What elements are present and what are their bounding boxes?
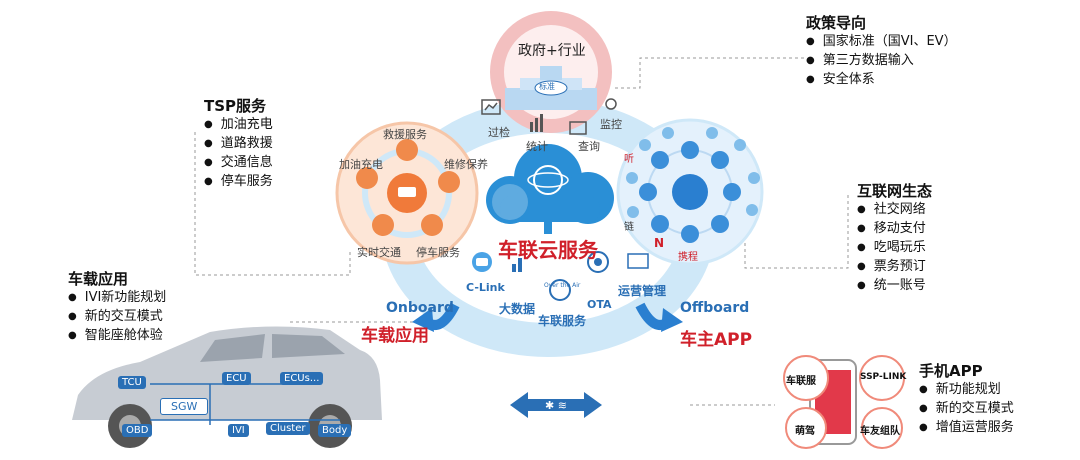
cloud-item-bigdata: 大数据 — [499, 302, 536, 316]
car-part-cluster: Cluster — [266, 422, 310, 435]
list-item: 社交网络 — [857, 201, 932, 220]
list-item: 统一账号 — [857, 277, 932, 296]
onboard-label: Onboard — [386, 300, 454, 316]
gov-center-label: 政府+行业 — [518, 43, 586, 59]
vehicle-list: IVI新功能规划 新的交互模式 智能座舱体验 — [68, 289, 167, 346]
svg-text:✱ ≋: ✱ ≋ — [545, 399, 567, 412]
tsp-title: TSP服务 — [204, 97, 267, 115]
logo-ting: 听 — [624, 154, 634, 165]
offboard-app-label: 车主APP — [680, 330, 753, 350]
list-item: 新功能规划 — [919, 381, 1014, 400]
list-item: 移动支付 — [857, 220, 932, 239]
gov-item-query: 查询 — [578, 140, 600, 153]
tsp-section: TSP服务 加油充电 道路救援 交通信息 停车服务 — [204, 95, 273, 192]
phone-illustration — [783, 355, 905, 449]
car-part-sgw: SGW — [160, 398, 209, 415]
cloud-item-ops: 运营管理 — [618, 284, 667, 298]
bluetooth-wifi-icon: ✱ ≋ — [510, 392, 602, 418]
car-part-obd: OBD — [122, 424, 153, 437]
internet-title: 互联网生态 — [857, 182, 933, 200]
gov-badge: 标准 — [539, 82, 555, 91]
globe-icon — [672, 174, 708, 210]
logo-n: N — [654, 236, 665, 250]
mobile-bubble-team: 车友组队 — [860, 426, 900, 437]
tsp-list: 加油充电 道路救援 交通信息 停车服务 — [204, 116, 273, 192]
tsp-ring-rescue: 救援服务 — [383, 128, 427, 141]
list-item: 道路救援 — [204, 135, 273, 154]
list-item: 第三方数据输入 — [806, 52, 957, 71]
onboard-app-label: 车载应用 — [361, 326, 429, 346]
car-part-tcu: TCU — [118, 376, 146, 389]
mobile-section: 手机APP 新功能规划 新的交互模式 增值运营服务 — [919, 360, 1014, 438]
car-part-ivi: IVI — [228, 424, 249, 437]
logo-ctrip: 携程 — [678, 252, 698, 263]
list-item: 交通信息 — [204, 154, 273, 173]
policy-section: 政策导向 国家标准（国VI、EV） 第三方数据输入 安全体系 — [806, 12, 957, 90]
list-item: 智能座舱体验 — [68, 327, 166, 346]
cloud-icon — [486, 144, 614, 234]
list-item: 新的交互模式 — [919, 400, 1014, 419]
list-item: IVI新功能规划 — [68, 289, 167, 308]
cloud-item-ota-small: Over the Air — [544, 282, 581, 289]
list-item: 停车服务 — [204, 173, 273, 192]
list-item: 新的交互模式 — [68, 308, 166, 327]
cloud-item-clink: C-Link — [466, 281, 505, 294]
car-part-body: Body — [318, 424, 352, 437]
list-item: 加油充电 — [204, 116, 273, 135]
car-part-ecus: ECUs... — [280, 372, 324, 385]
vehicle-title: 车载应用 — [68, 270, 129, 288]
tsp-satellite-icons — [356, 139, 460, 236]
list-item: 国家标准（国VI、EV） — [806, 33, 957, 52]
mobile-title: 手机APP — [919, 362, 983, 380]
cloud-title: 车联云服务 — [498, 238, 598, 262]
tsp-ring-repair: 维修保养 — [444, 158, 488, 171]
gov-item-stats: 统计 — [526, 140, 548, 153]
mobile-bubble-service: 车联服 — [786, 376, 816, 387]
list-item: 安全体系 — [806, 71, 957, 90]
tsp-ring-fuel: 加油充电 — [339, 158, 383, 171]
policy-title: 政策导向 — [806, 14, 867, 32]
cloud-item-ota: OTA — [587, 298, 612, 311]
internet-section: 互联网生态 社交网络 移动支付 吃喝玩乐 票务预订 统一账号 — [857, 180, 932, 296]
list-item: 票务预订 — [857, 258, 932, 277]
list-item: 吃喝玩乐 — [857, 239, 932, 258]
car-part-ecu: ECU — [222, 372, 251, 385]
mobile-bubble-ssp: SSP-LINK — [860, 372, 907, 382]
policy-list: 国家标准（国VI、EV） 第三方数据输入 安全体系 — [806, 33, 957, 90]
logo-lian: 链 — [624, 222, 634, 233]
cloud-service-icons — [472, 251, 649, 301]
offboard-label: Offboard — [680, 300, 750, 316]
tsp-ring-traffic: 实时交通 — [357, 246, 401, 259]
tsp-ring-parking: 停车服务 — [416, 246, 460, 259]
gov-item-inspect: 过检 — [488, 126, 510, 139]
gov-building-icon — [505, 66, 597, 110]
internet-app-icons — [639, 141, 741, 243]
gov-item-monitor: 监控 — [600, 118, 622, 131]
mobile-bubble-mengjia: 萌驾 — [795, 426, 815, 437]
internet-list: 社交网络 移动支付 吃喝玩乐 票务预订 统一账号 — [857, 201, 932, 296]
cloud-item-vehicle-service: 车联服务 — [538, 314, 587, 328]
list-item: 增值运营服务 — [919, 419, 1014, 438]
mobile-list: 新功能规划 新的交互模式 增值运营服务 — [919, 381, 1014, 438]
gov-action-icons — [481, 98, 617, 135]
vehicle-section: 车载应用 IVI新功能规划 新的交互模式 智能座舱体验 — [68, 268, 166, 346]
